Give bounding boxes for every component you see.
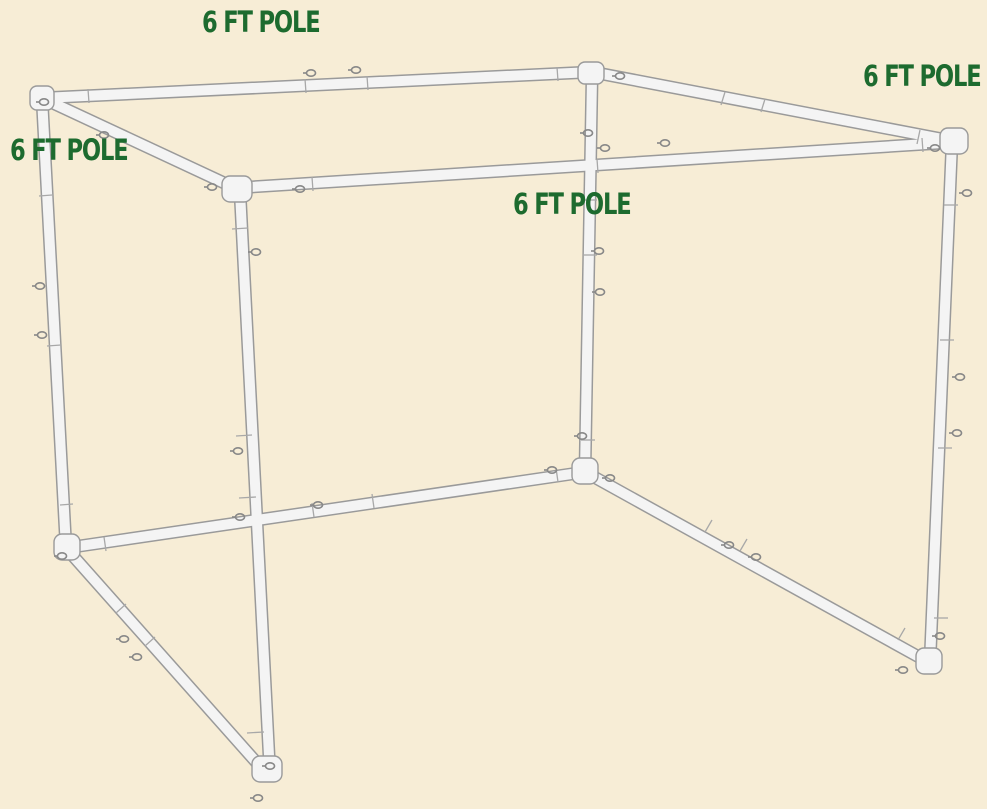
pole-label-top-front: 6 FT POLE — [513, 187, 632, 221]
coupler-seams — [38, 66, 958, 734]
pipe-fill-layer — [37, 67, 963, 780]
pole-label-top-back: 6 FT POLE — [202, 5, 321, 39]
pole-label-left-side: 6 FT POLE — [10, 133, 129, 167]
pole-label-right-side: 6 FT POLE — [863, 59, 982, 93]
